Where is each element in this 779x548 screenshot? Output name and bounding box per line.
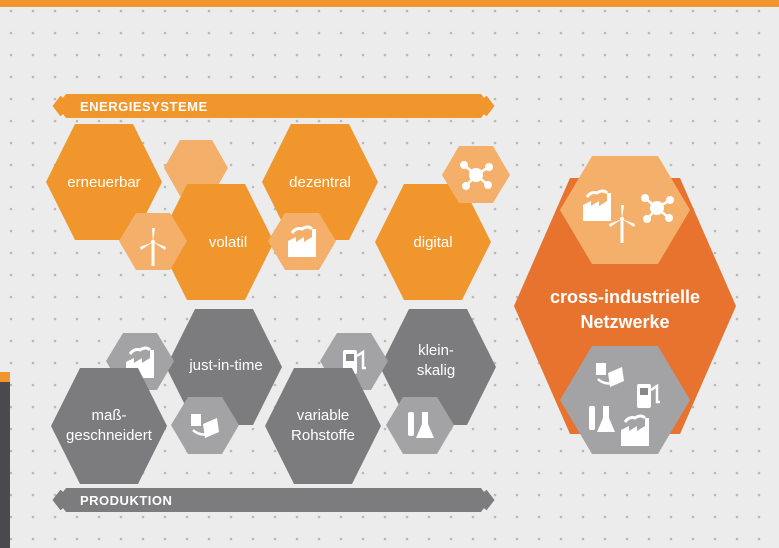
hex-center-production xyxy=(560,346,690,454)
hex-massgeschneidert: maß- geschneidert xyxy=(51,368,167,484)
hex-dezentral: dezentral xyxy=(262,124,378,240)
digital-label: digital xyxy=(413,234,452,251)
produktion-label: PRODUKTION xyxy=(80,493,172,508)
top-stripe xyxy=(0,0,779,7)
hex-kleinskalig: klein- skalig xyxy=(380,309,496,425)
variable-label-1: variable xyxy=(297,407,350,424)
hex-lab-small xyxy=(386,397,454,454)
hex-cross-industrielle: cross-industrielle Netzwerke xyxy=(514,178,736,434)
hex-small-top xyxy=(164,140,228,196)
energiesysteme-label: ENERGIESYSTEME xyxy=(80,99,208,114)
energiesysteme-banner: ENERGIESYSTEME xyxy=(52,94,495,118)
hex-volatil: volatil xyxy=(158,184,274,300)
variable-label-2: Rohstoffe xyxy=(291,427,355,444)
hex-wind-small xyxy=(119,213,187,270)
mass-label-2: geschneidert xyxy=(66,427,153,444)
hex-network-small xyxy=(442,146,510,203)
hex-center-energy xyxy=(560,156,690,264)
center-label-1: cross-industrielle xyxy=(550,287,700,307)
mass-label-1: maß- xyxy=(92,407,127,424)
left-dark-stripe xyxy=(0,378,10,548)
dezentral-label: dezentral xyxy=(289,174,351,191)
hex-digital: digital xyxy=(375,184,491,300)
produktion-banner: PRODUKTION xyxy=(52,488,495,512)
klein-label-2: skalig xyxy=(417,362,455,379)
just-in-time-label: just-in-time xyxy=(188,357,262,374)
volatil-label: volatil xyxy=(209,234,247,251)
erneuerbar-label: erneuerbar xyxy=(67,174,140,191)
hex-erneuerbar: erneuerbar xyxy=(46,124,162,240)
hex-variable-rohstoffe: variable Rohstoffe xyxy=(265,368,381,484)
center-label-2: Netzwerke xyxy=(580,312,669,332)
hex-just-in-time: just-in-time xyxy=(166,309,282,425)
klein-label-1: klein- xyxy=(418,342,454,359)
hex-factory-small xyxy=(268,213,336,270)
left-orange-mark xyxy=(0,372,10,382)
hex-product-small xyxy=(171,397,239,454)
